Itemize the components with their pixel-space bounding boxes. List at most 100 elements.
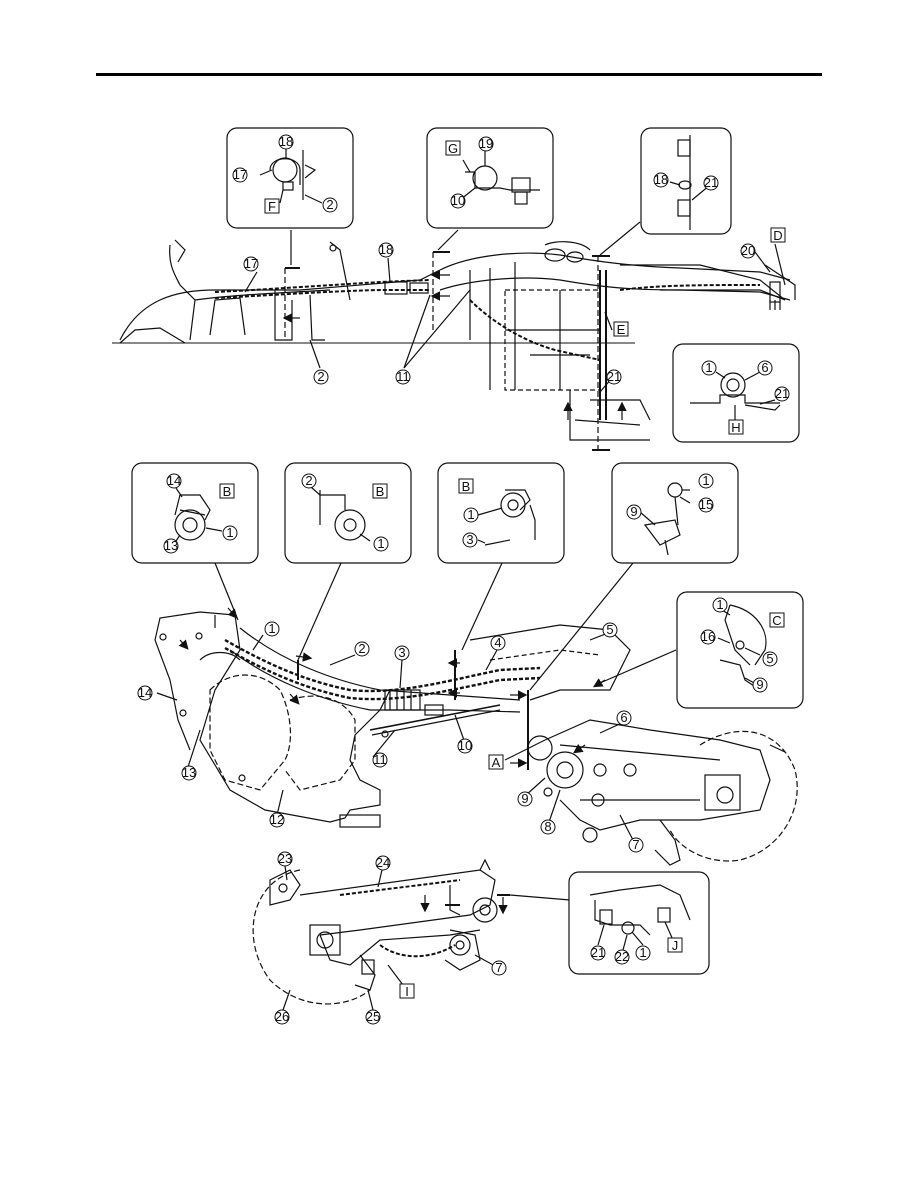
callout-17-b-label: 17	[244, 256, 258, 271]
callout-9-i: 9	[626, 504, 642, 520]
box-H: H	[728, 419, 744, 435]
callout-2-label: 2	[326, 197, 333, 212]
callout-1-b2: 1	[373, 536, 389, 552]
callout-1-h: 1	[701, 360, 717, 376]
callout-8-m-label: 8	[544, 819, 551, 834]
callout-3-m-label: 3	[398, 645, 405, 660]
callout-6-m-label: 6	[620, 710, 627, 725]
callout-19: 19	[478, 136, 494, 152]
callout-21-j-label: 21	[591, 945, 605, 960]
box-F-label: F	[268, 199, 276, 214]
callout-13-m-label: 13	[182, 765, 196, 780]
callout-13-m: 13	[181, 765, 197, 781]
callout-9-m-label: 9	[521, 791, 528, 806]
callout-1-b1: 1	[222, 525, 238, 541]
callout-7-b-label: 7	[495, 960, 502, 975]
callout-7-m-label: 7	[632, 837, 639, 852]
box-B-1: B	[219, 483, 235, 499]
callout-1-i-label: 1	[702, 473, 709, 488]
callout-14-a-label: 14	[167, 473, 181, 488]
callout-9-c: 9	[752, 677, 768, 693]
box-E-label: E	[617, 322, 626, 337]
callout-1-h-label: 1	[705, 360, 712, 375]
callout-20-label: 20	[741, 243, 755, 258]
callout-3-b3-label: 3	[466, 532, 473, 547]
callout-3-m: 3	[394, 645, 410, 661]
callout-11-a-label: 11	[396, 369, 410, 384]
callout-1-b3-label: 1	[467, 507, 474, 522]
callout-9-i-label: 9	[630, 504, 637, 519]
callout-1-b3: 1	[463, 507, 479, 523]
box-E: E	[613, 321, 629, 337]
callout-25-label: 25	[366, 1009, 380, 1024]
callout-17-label: 17	[233, 167, 247, 182]
callout-1-m: 1	[264, 621, 280, 637]
callout-21-j: 21	[590, 945, 606, 961]
inset-F	[226, 127, 354, 229]
callout-10-top-label: 10	[451, 193, 465, 208]
callout-18-label: 18	[279, 134, 293, 149]
box-A-label: A	[492, 755, 501, 770]
callout-1-b1-label: 1	[226, 525, 233, 540]
callout-26-label: 26	[275, 1009, 289, 1024]
box-D: D	[770, 227, 786, 243]
callout-21-b-label: 21	[607, 369, 621, 384]
callout-18-b: 18	[653, 172, 669, 188]
top-frame-view	[112, 221, 796, 451]
callout-18-b-label: 18	[654, 172, 668, 187]
box-D-label: D	[773, 228, 782, 243]
callout-4-m: 4	[490, 635, 506, 651]
callout-18: 18	[278, 134, 294, 150]
callout-12-m-label: 12	[270, 812, 284, 827]
callout-1-m-label: 1	[268, 621, 275, 636]
callout-1-b2-label: 1	[377, 536, 384, 551]
callout-6-h: 6	[757, 360, 773, 376]
callout-1-j: 1	[635, 945, 651, 961]
callout-22-label: 22	[615, 949, 629, 964]
callout-2-b-label: 2	[317, 369, 324, 384]
callout-21-a: 21	[703, 175, 719, 191]
box-B-2-label: B	[376, 484, 385, 499]
callout-9-m: 9	[517, 791, 533, 807]
callout-1-i: 1	[698, 473, 714, 489]
callout-20: 20	[740, 243, 756, 259]
callout-8-m: 8	[540, 819, 556, 835]
box-J: J	[667, 937, 683, 953]
callout-9-c-label: 9	[756, 677, 763, 692]
callout-19-label: 19	[479, 136, 493, 151]
callout-24: 24	[375, 855, 391, 871]
callout-4-m-label: 4	[494, 635, 501, 650]
callout-12-m: 12	[269, 812, 285, 828]
callout-18-c-label: 18	[379, 242, 393, 257]
box-B-3: B	[458, 478, 474, 494]
callout-7-m: 7	[628, 837, 644, 853]
box-G-label: G	[448, 141, 458, 156]
bottom-swingarm-view	[252, 858, 571, 1011]
box-I: I	[399, 983, 415, 999]
box-A: A	[488, 754, 504, 770]
callout-1-c-label: 1	[716, 597, 723, 612]
callout-15: 15	[698, 497, 714, 513]
callout-17-b: 17	[243, 256, 259, 272]
callout-16-label: 16	[701, 629, 715, 644]
callout-2-m-label: 2	[358, 641, 365, 656]
callout-6-h-label: 6	[761, 360, 768, 375]
callout-23-label: 23	[278, 851, 292, 866]
callout-5-m-label: 5	[606, 622, 613, 637]
callout-1-c: 1	[712, 597, 728, 613]
box-H-label: H	[731, 420, 740, 435]
callout-25: 25	[365, 1009, 381, 1025]
box-B-2: B	[372, 483, 388, 499]
callout-18-c: 18	[378, 242, 394, 258]
callout-2: 2	[322, 197, 338, 213]
box-C-label: C	[772, 613, 781, 628]
callout-6-m: 6	[616, 710, 632, 726]
callout-16: 16	[700, 629, 716, 645]
callout-14-m: 14	[137, 685, 153, 701]
inset-18-21	[640, 127, 732, 235]
box-I-label: I	[405, 984, 409, 999]
callout-21-h: 21	[774, 386, 790, 402]
callout-17: 17	[232, 167, 248, 183]
